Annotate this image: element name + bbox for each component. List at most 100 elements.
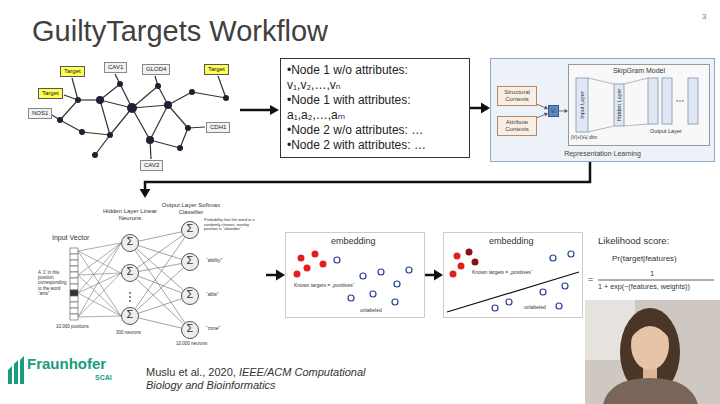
context-arrow-line [559,111,565,112]
neuron-link [139,232,181,241]
word-label: “ability” [206,258,222,264]
neuron-circle: Σ [181,253,199,271]
context-arrow [537,104,548,109]
positive-dot-part [304,265,311,272]
network-edge-part [132,86,158,108]
target-box: Target [204,64,229,75]
layer-bar-part [688,78,698,124]
layer-bar-part [648,78,658,124]
ellipsis-dot [129,292,131,302]
node-text: Σ [182,288,198,301]
count-label: 10,000 positions [56,324,89,329]
flow-arrow-part [240,109,270,112]
network-edge-part [95,135,110,155]
arrow-head [276,270,285,281]
input-cell [70,248,78,320]
network-edge-part [168,105,188,128]
neuron-link-line [139,299,182,313]
skipgram-box: SkipGram Model [568,64,710,146]
neuron-link-line [139,264,181,272]
flow-arrow [240,105,279,115]
unlabeled-dot-part [556,303,562,309]
presenter-video-part [585,300,720,404]
network-edge-part [82,132,110,135]
input-link-part [78,273,121,275]
input-link-part [78,273,121,317]
neuron-link [138,276,181,293]
flow-arrow [425,270,443,281]
node-text: Known targets = „positives“ [294,283,354,289]
attribute-list-box: •Node 1 w/o attributes: v₁,v₂,…,vₙ•Node … [280,58,470,158]
network-node-part [57,117,63,123]
neuron-circle: Σ [121,307,139,325]
node-text: unlabeled [524,305,546,311]
layer-link-part [624,78,648,84]
neuron-link [139,264,181,272]
node-text: Target [208,66,225,73]
neuron-circle: Σ [181,287,199,305]
presenter-video [585,300,720,404]
network-edge-part [72,78,78,100]
node-text: Known targets = „positives“ [472,270,532,276]
input-cell-part [70,272,78,278]
node-text: Attribute Contexts [500,119,534,133]
node-text: •Node 1 w/o attributes: v₁,v₂,…,vₙ [287,63,463,93]
neuron-link-line [139,318,181,328]
word-label: “zone” [206,326,220,332]
unlabeled-dot-part [550,255,556,261]
network-node-part [185,125,191,131]
panel-background-part [490,58,715,162]
logo-mark [8,356,24,384]
node-text: CDH1 [210,124,226,131]
node-text: Target [42,90,59,97]
network-edge-part [100,100,110,135]
neuron-link [137,249,184,290]
unlabeled-dot-part [492,305,498,311]
node-text: Structural Contexts [500,89,534,103]
node-text: NOS1 [32,110,48,117]
neuron-link-line [139,246,182,260]
input-link [78,243,121,317]
input-link-part [78,243,121,293]
layer-bar-part [614,84,624,126]
layer-bar [576,78,698,132]
positive-dot-part [458,263,465,270]
positive-dot-part [466,249,473,256]
gene-box: GLOD4 [142,64,170,75]
positive-dot-part [298,255,305,262]
target-box: Target [38,88,63,99]
network-node-part [92,152,98,158]
input-cell-part [70,314,78,320]
node-text: GLOD4 [146,66,166,73]
neuron-link [139,318,181,328]
vertex-box: vᵢ [548,105,559,117]
network-node-part [177,145,183,151]
neuron-link [139,299,182,313]
network-node-part [79,129,85,135]
node-text: Representation Learning [491,150,714,157]
logo-text: SCAI [95,374,112,382]
unlabeled-dot [334,251,574,311]
input-link-part [78,293,121,316]
neuron-link [137,268,184,310]
unlabeled-dot-part [394,281,400,287]
input-link-part [78,316,121,317]
input-cell-part [70,296,78,302]
network-edge-part [218,76,226,98]
network-node-part [107,132,113,138]
unlabeled-dot-part [568,251,574,257]
layer-label: Hidden Layer [616,89,622,122]
positive-dot-part [320,261,327,268]
unlabeled-dot-part [540,289,546,295]
neuron-link [137,235,182,268]
node-text: SkipGram Model [569,67,709,74]
logo-mark-part [8,366,12,384]
citation-text: Muslu et al., 2020, [146,366,236,379]
neuron-link-line [137,235,182,268]
node-text: Σ [122,308,138,321]
embedding-plot: embeddingKnown targets = „positives“unla… [285,232,425,318]
formula-term: Pr(target|features) [612,254,677,263]
network-edge-part [150,105,168,140]
network-node-part [127,103,137,113]
